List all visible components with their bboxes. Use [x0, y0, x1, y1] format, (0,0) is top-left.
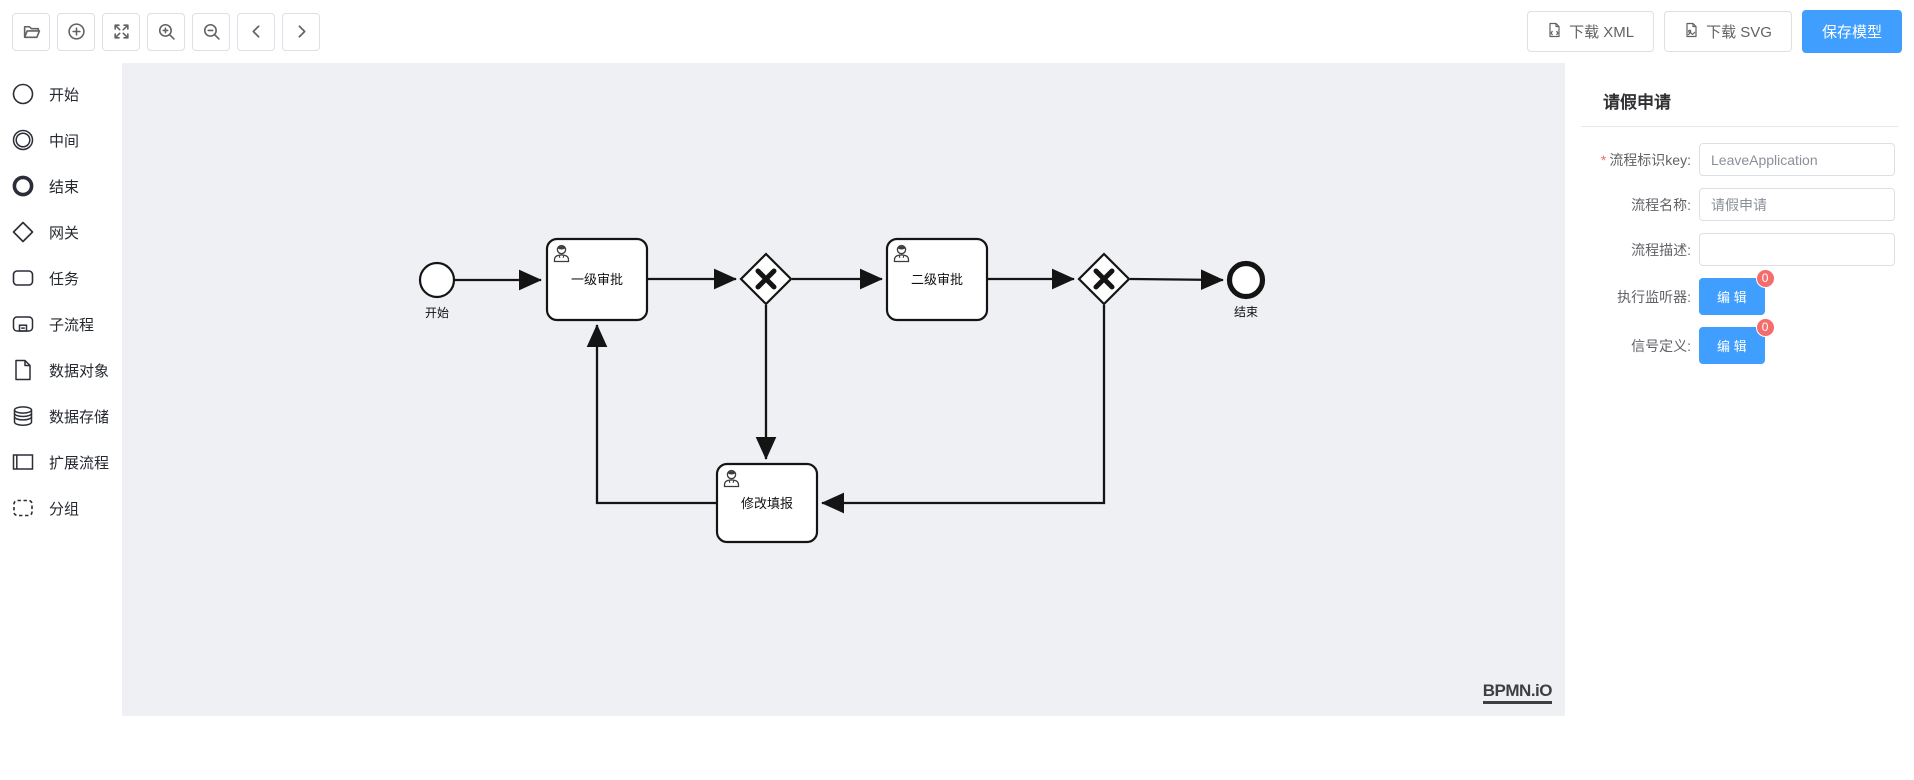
x-gateway-marker — [1093, 268, 1115, 290]
plus-circle-icon — [67, 22, 86, 41]
exclusive-gateway-node-1[interactable] — [739, 252, 793, 306]
user-task-node-2[interactable]: 二级审批 — [885, 237, 989, 322]
palette-item-expanded-process[interactable]: 扩展流程 — [10, 439, 122, 485]
end-event-icon — [10, 173, 36, 199]
field-label: 信号定义: — [1631, 337, 1691, 354]
field-label: 流程描述: — [1631, 241, 1691, 258]
end-event-node[interactable] — [1226, 260, 1266, 300]
zoom-out-button[interactable] — [192, 12, 230, 51]
zoom-in-icon — [157, 22, 176, 41]
required-asterisk: * — [1600, 151, 1607, 168]
group-icon — [10, 495, 36, 521]
form-row-process-key: *流程标识key: — [1581, 143, 1898, 176]
expanded-process-icon — [10, 449, 36, 475]
palette-item-group[interactable]: 分组 — [10, 485, 122, 531]
field-label: 执行监听器: — [1617, 288, 1691, 305]
intermediate-event-icon — [10, 127, 36, 153]
fit-viewport-button[interactable] — [102, 12, 140, 51]
chevron-left-icon — [247, 22, 266, 41]
end-event-label: 结束 — [1234, 305, 1258, 319]
flow-gateway2-to-end[interactable] — [1129, 269, 1224, 291]
palette-item-label: 任务 — [49, 270, 80, 288]
save-model-button[interactable]: 保存模型 — [1801, 10, 1902, 53]
palette-item-sub-process[interactable]: 子流程 — [10, 301, 122, 347]
redo-button[interactable] — [282, 12, 320, 51]
start-event-label: 开始 — [425, 306, 449, 320]
flow-task3-to-task1[interactable] — [586, 324, 717, 505]
form-row-process-name: 流程名称: — [1581, 188, 1898, 221]
download-svg-button[interactable]: 下载 SVG — [1664, 11, 1792, 52]
start-event-node[interactable] — [418, 261, 456, 299]
edit-execution-listener-button[interactable]: 编 辑 — [1699, 278, 1765, 315]
process-description-input[interactable] — [1699, 233, 1895, 266]
edit-signal-definition-button[interactable]: 编 辑 — [1699, 327, 1765, 364]
fit-viewport-icon — [112, 22, 131, 41]
field-label: *流程标识key: — [1600, 151, 1691, 168]
field-label: 流程名称: — [1631, 196, 1691, 213]
palette-item-start-event[interactable]: 开始 — [10, 71, 122, 117]
exclusive-gateway-node-2[interactable] — [1077, 252, 1131, 306]
process-key-input[interactable] — [1699, 143, 1895, 176]
zoom-out-icon — [202, 22, 221, 41]
download-svg-label: 下载 SVG — [1706, 24, 1772, 41]
top-toolbar: 下载 XML 下载 SVG 保存模型 — [0, 0, 1914, 63]
start-event-icon — [10, 81, 36, 107]
palette-item-label: 扩展流程 — [49, 454, 110, 472]
process-title: 请假申请 — [1603, 93, 1671, 112]
execution-listener-count-badge: 0 — [1755, 269, 1775, 288]
user-task-node-1[interactable]: 一级审批 — [545, 237, 649, 322]
palette-item-gateway[interactable]: 网关 — [10, 209, 122, 255]
palette-item-label: 数据存储 — [49, 408, 110, 426]
sub-process-icon — [10, 311, 36, 337]
form-row-process-description: 流程描述: — [1581, 233, 1898, 266]
folder-open-icon — [22, 22, 41, 41]
bpmn-io-logo[interactable]: BPMN.iO — [1482, 681, 1553, 704]
divider — [1581, 126, 1898, 127]
palette-item-label: 中间 — [49, 132, 80, 150]
task-icon — [10, 265, 36, 291]
task-label: 修改填报 — [741, 496, 793, 511]
sequence-flows — [455, 268, 1224, 514]
create-new-button[interactable] — [57, 12, 95, 51]
x-gateway-marker — [755, 268, 777, 290]
palette-item-label: 数据对象 — [49, 362, 110, 380]
palette-item-intermediate-event[interactable]: 中间 — [10, 117, 122, 163]
palette-item-label: 分组 — [49, 500, 80, 518]
palette-item-end-event[interactable]: 结束 — [10, 163, 122, 209]
palette-item-label: 子流程 — [49, 316, 95, 334]
zoom-in-button[interactable] — [147, 12, 185, 51]
palette-item-data-store[interactable]: 数据存储 — [10, 393, 122, 439]
form-row-execution-listener: 执行监听器: 编 辑 0 — [1581, 269, 1898, 315]
gateway-icon — [10, 219, 36, 245]
file-svg-icon — [1684, 22, 1699, 42]
flow-gateway2-to-task3[interactable] — [821, 305, 1106, 514]
palette-item-label: 开始 — [49, 86, 80, 104]
download-xml-label: 下载 XML — [1569, 24, 1635, 41]
user-task-node-3[interactable]: 修改填报 — [715, 462, 819, 544]
file-xml-icon — [1547, 22, 1562, 42]
open-diagram-button[interactable] — [12, 12, 50, 51]
palette-item-label: 结束 — [49, 178, 80, 196]
data-object-icon — [10, 357, 36, 383]
palette-item-label: 网关 — [49, 224, 80, 242]
undo-button[interactable] — [237, 12, 275, 51]
properties-panel: 请假申请 *流程标识key: 流程名称: 流程描述: 执行监听器: 编 辑 0 … — [1565, 63, 1914, 716]
element-palette: 开始 中间 结束 网关 任务 — [0, 63, 122, 716]
chevron-right-icon — [292, 22, 311, 41]
task-label: 二级审批 — [911, 272, 963, 287]
export-actions: 下载 XML 下载 SVG 保存模型 — [1527, 10, 1902, 53]
task-label: 一级审批 — [571, 272, 623, 287]
canvas-tools — [12, 12, 320, 51]
download-xml-button[interactable]: 下载 XML — [1527, 11, 1655, 52]
signal-definition-count-badge: 0 — [1755, 318, 1775, 337]
process-name-input[interactable] — [1699, 188, 1895, 221]
palette-item-data-object[interactable]: 数据对象 — [10, 347, 122, 393]
data-store-icon — [10, 403, 36, 429]
palette-item-task[interactable]: 任务 — [10, 255, 122, 301]
diagram-canvas[interactable]: 开始 一级审批 二级审批 — [122, 63, 1565, 716]
form-row-signal-definition: 信号定义: 编 辑 0 — [1581, 318, 1898, 364]
